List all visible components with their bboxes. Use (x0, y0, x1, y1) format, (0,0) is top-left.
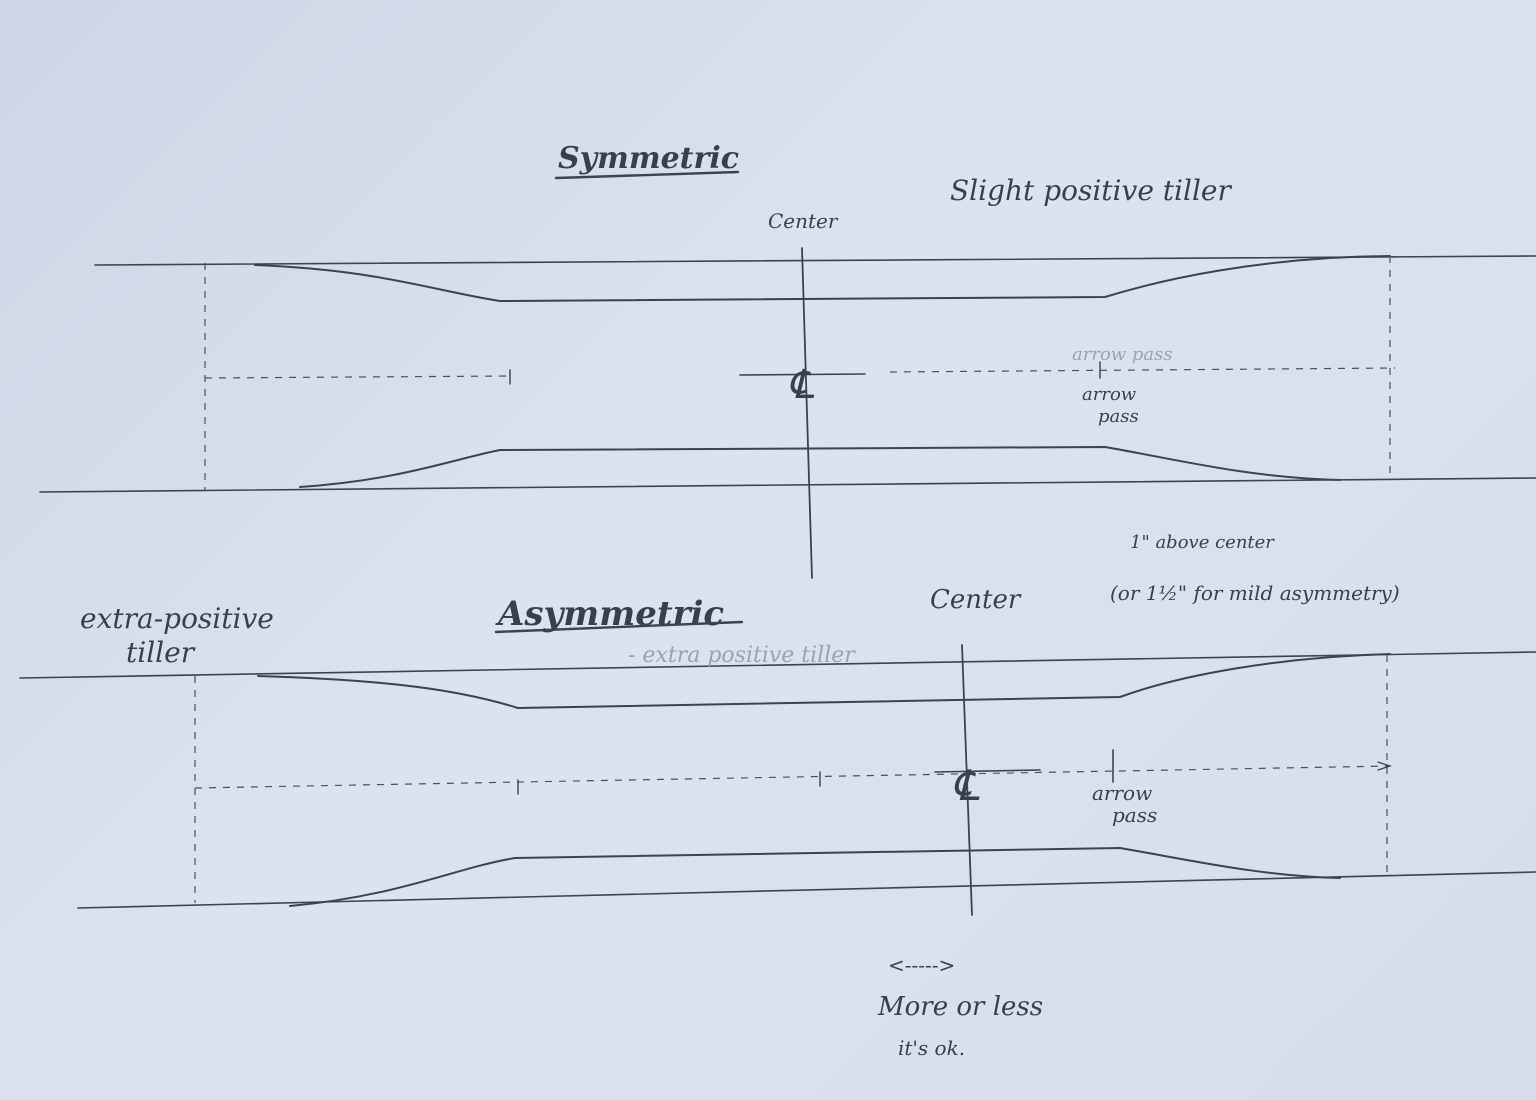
slight-positive-tiller-note: Slight positive tiller (950, 174, 1232, 207)
bottom-lower-profile (289, 846, 1341, 907)
bottom-arrow-pass-line1: arrow (1092, 781, 1152, 805)
top-centerline-symbol: ℄ (788, 362, 815, 408)
bottom-centerline-arrowhead (1377, 761, 1393, 771)
symmetric-heading: Symmetric (558, 141, 739, 176)
tolerance-line2: it's ok. (898, 1036, 965, 1060)
bottom-center-vertical (961, 644, 973, 916)
top-arrow-pass-line2: pass (1098, 406, 1139, 427)
asymmetric-limb-diagram (19, 644, 1536, 916)
bottom-upper-profile (257, 653, 1391, 710)
top-arrow-pass-line1: arrow (1082, 384, 1137, 405)
offset-note-line2: (or 1½" for mild asymmetry) (1110, 581, 1400, 605)
top-lower-profile (299, 445, 1341, 488)
offset-note-line1: 1" above center (1130, 532, 1275, 553)
tolerance-line1: More or less (877, 992, 1043, 1022)
bottom-center-label: Center (930, 585, 1022, 615)
top-board-upper-edge (94, 255, 1536, 266)
symmetric-heading-underline (554, 170, 740, 180)
extra-positive-tiller-note: extra-positive tiller (80, 602, 283, 669)
extra-positive-tiller-faint: - extra positive tiller (628, 643, 856, 668)
top-center-vertical (801, 247, 813, 579)
asymmetric-heading-underline (494, 620, 744, 634)
bottom-centerline (194, 765, 1391, 789)
top-upper-profile (254, 255, 1391, 303)
bottom-centerline-symbol: ℄ (952, 761, 980, 810)
top-centerline-right (889, 367, 1396, 373)
top-center-crossbar (739, 373, 866, 376)
bottom-board-upper-edge (19, 651, 1536, 679)
extra-positive-line2: tiller (126, 636, 196, 669)
tolerance-arrow: <-----> (888, 953, 955, 977)
bottom-arrow-pass-line2: pass (1112, 803, 1157, 827)
extra-positive-line1: extra-positive (80, 602, 274, 635)
symmetric-limb-diagram (39, 247, 1536, 579)
top-arrow-pass-faint: arrow pass (1072, 344, 1173, 365)
bottom-arrow-pass-label: arrow pass (1092, 781, 1159, 827)
top-center-label: Center (768, 209, 839, 233)
top-arrow-pass-label: arrow pass (1082, 384, 1142, 427)
top-board-lower-edge (39, 477, 1536, 493)
top-centerline-left (204, 375, 511, 379)
bottom-center-crossbar (934, 769, 1041, 773)
